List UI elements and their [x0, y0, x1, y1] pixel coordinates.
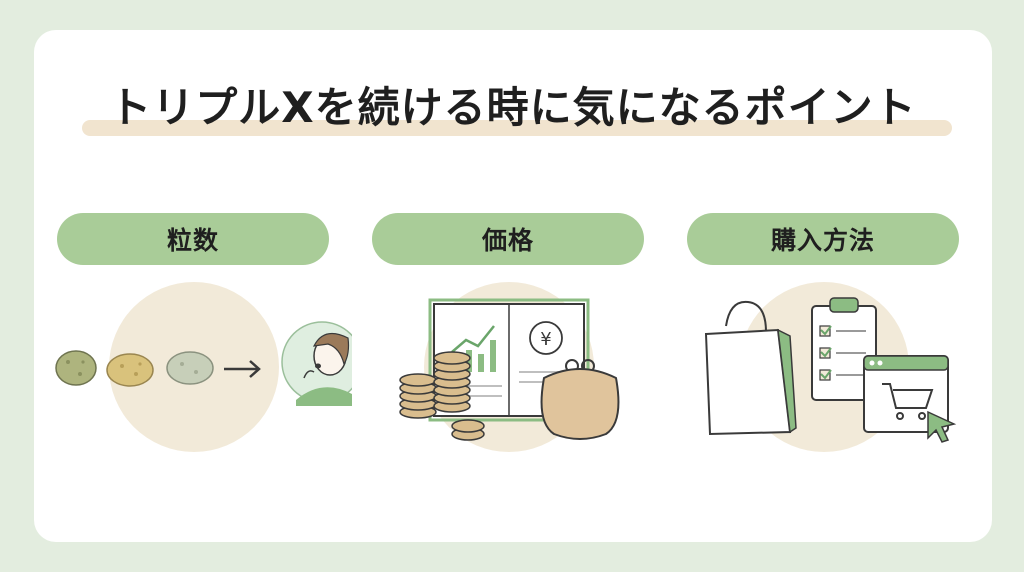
infographic-card: トリプルXを続ける時に気になるポイント 粒数 [34, 30, 992, 542]
shopping-bag-icon [704, 300, 797, 436]
coin-stack-icon [399, 351, 485, 441]
tablets-illustration [55, 321, 352, 406]
checklist-clipboard-icon [811, 297, 877, 401]
title-highlight [82, 120, 952, 136]
point-label-purchase-method: 購入方法 [687, 213, 959, 265]
tablet-icon [55, 350, 97, 386]
cart-icon [882, 383, 934, 420]
mouse-cursor-icon [927, 410, 957, 443]
tablet-icon [106, 353, 154, 387]
page-title: トリプルXを続ける時に気になるポイント [109, 83, 917, 132]
point-label-price: 価格 [372, 213, 644, 265]
online-shop-window-icon [863, 355, 949, 433]
point-label-tablet-count: 粒数 [57, 213, 329, 265]
title-area: トリプルXを続ける時に気になるポイント [34, 78, 992, 158]
purchase-illustration [704, 297, 957, 443]
arrow-right-icon [224, 360, 261, 378]
person-swallowing-icon [281, 321, 352, 406]
tablet-icon [166, 351, 214, 385]
yen-symbol: ¥ [540, 329, 551, 350]
coin-purse-icon [540, 359, 620, 440]
price-illustration: ¥ [399, 298, 620, 441]
